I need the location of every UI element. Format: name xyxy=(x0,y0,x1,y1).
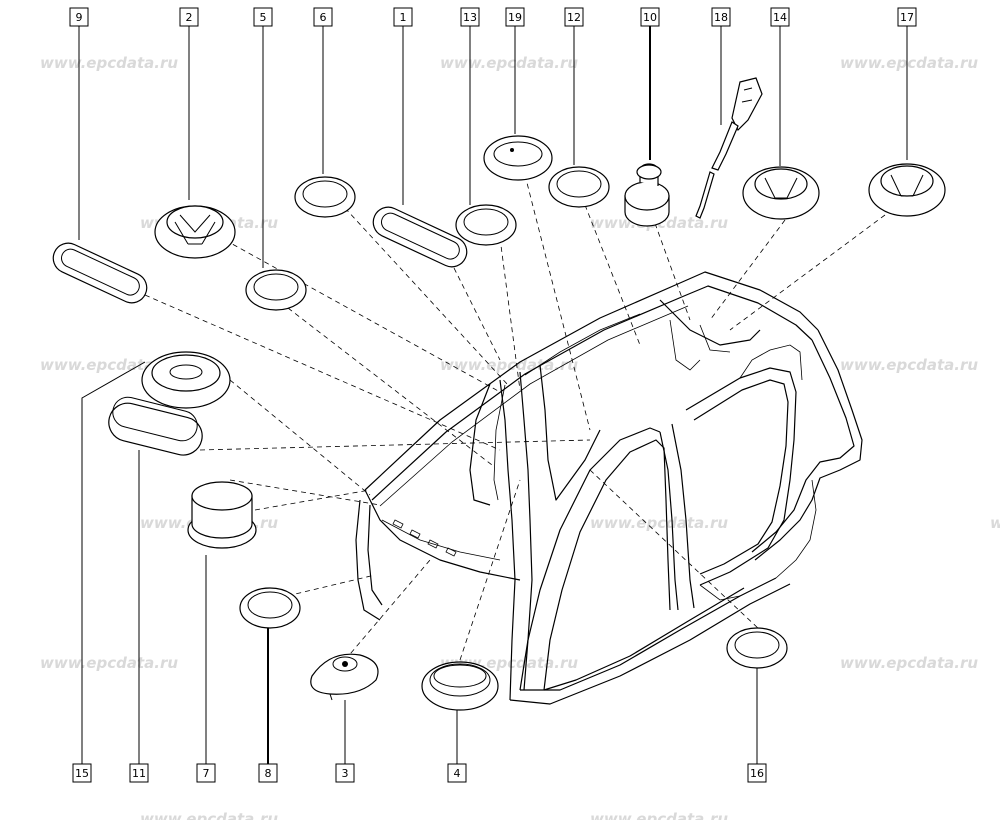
callout-19: 19 xyxy=(505,7,525,27)
part-13-round-plug xyxy=(455,204,517,246)
part-11-oval-blank xyxy=(108,396,203,456)
callout-box xyxy=(640,7,660,27)
watermark-text: www.epcdata.ru xyxy=(440,356,578,374)
part-6-round-plug xyxy=(294,176,356,218)
part-5-round-plug xyxy=(245,269,307,311)
callout-number: 14 xyxy=(773,11,787,24)
callout-box xyxy=(258,763,278,783)
callout-14: 14 xyxy=(770,7,790,27)
part-18-gas-strut xyxy=(695,77,763,219)
callout-number: 2 xyxy=(186,11,193,24)
callout-2: 2 xyxy=(179,7,199,27)
callout-8: 8 xyxy=(258,763,278,783)
callout-box xyxy=(505,7,525,27)
part-14-grommet-cup xyxy=(742,166,820,220)
callout-number: 15 xyxy=(75,767,89,780)
callout-number: 17 xyxy=(900,11,914,24)
callout-number: 9 xyxy=(76,11,83,24)
connection-lines xyxy=(144,174,886,661)
callout-9: 9 xyxy=(69,7,89,27)
callout-number: 3 xyxy=(342,767,349,780)
body-side-frame-illustration xyxy=(355,271,863,705)
part-17-grommet-cup xyxy=(868,163,946,217)
part-1-oval-plug xyxy=(372,206,468,268)
callout-number: 12 xyxy=(567,11,581,24)
part-19-round-plug-flat xyxy=(483,135,553,181)
callout-number: 11 xyxy=(132,767,146,780)
callout-5: 5 xyxy=(253,7,273,27)
callout-box xyxy=(447,763,467,783)
watermark-text: www.epcdata.ru xyxy=(590,514,728,532)
callout-box xyxy=(69,7,89,27)
callouts-bottom: 15 11 7 8 3 4 16 xyxy=(72,763,767,783)
part-7-cap-plug xyxy=(187,481,257,549)
part-15-round-plug-large xyxy=(141,351,231,409)
watermark-text: www.epcdata.ru xyxy=(590,810,728,820)
part-8-round-plug xyxy=(239,587,301,629)
part-3-teardrop-plug xyxy=(310,653,379,701)
watermark-text: www.epcdata.ru xyxy=(840,54,978,72)
watermark-text: www.epcdata.ru xyxy=(140,810,278,820)
callout-number: 5 xyxy=(260,11,267,24)
part-9-oval-plug xyxy=(52,242,148,304)
part-12-round-plug xyxy=(548,166,610,208)
callout-15: 15 xyxy=(72,763,92,783)
callout-4: 4 xyxy=(447,763,467,783)
callout-13: 13 xyxy=(460,7,480,27)
callout-7: 7 xyxy=(196,763,216,783)
callout-number: 19 xyxy=(508,11,522,24)
callout-box xyxy=(897,7,917,27)
callouts-top: 9 2 5 6 1 13 19 12 10 18 14 17 xyxy=(69,7,917,27)
callout-number: 16 xyxy=(750,767,764,780)
callout-box xyxy=(335,763,355,783)
callout-number: 1 xyxy=(400,11,407,24)
callout-box xyxy=(564,7,584,27)
part-2-grommet-cup xyxy=(154,205,236,259)
callout-18: 18 xyxy=(711,7,731,27)
watermark-text: www.epcdata.ru xyxy=(990,514,1000,532)
callout-box xyxy=(460,7,480,27)
callout-number: 6 xyxy=(320,11,327,24)
callout-17: 17 xyxy=(897,7,917,27)
part-4-round-plug-deep xyxy=(421,661,499,711)
watermark-text: www.epcdata.ru xyxy=(40,356,178,374)
callout-16: 16 xyxy=(747,763,767,783)
callout-box xyxy=(72,763,92,783)
watermark-text: www.epcdata.ru xyxy=(840,356,978,374)
callout-number: 7 xyxy=(203,767,210,780)
callout-6: 6 xyxy=(313,7,333,27)
callout-number: 8 xyxy=(265,767,272,780)
callout-11: 11 xyxy=(129,763,149,783)
callout-box xyxy=(179,7,199,27)
callout-number: 18 xyxy=(714,11,728,24)
callout-1: 1 xyxy=(393,7,413,27)
callout-10: 10 xyxy=(640,7,660,27)
callout-number: 4 xyxy=(454,767,461,780)
part-16-round-plug xyxy=(726,627,788,669)
watermark-text: www.epcdata.ru xyxy=(440,54,578,72)
callout-box xyxy=(129,763,149,783)
callout-number: 13 xyxy=(463,11,477,24)
leader-lines xyxy=(78,25,908,765)
watermark-text: www.epcdata.ru xyxy=(40,654,178,672)
callout-box xyxy=(770,7,790,27)
callout-box xyxy=(747,763,767,783)
part-10-push-cap xyxy=(624,163,670,227)
callout-box xyxy=(711,7,731,27)
callout-box xyxy=(196,763,216,783)
callout-12: 12 xyxy=(564,7,584,27)
callout-3: 3 xyxy=(335,763,355,783)
callout-number: 10 xyxy=(643,11,657,24)
watermark-text: www.epcdata.ru xyxy=(40,54,178,72)
callout-box xyxy=(393,7,413,27)
watermark-text: www.epcdata.ru xyxy=(840,654,978,672)
callout-box xyxy=(313,7,333,27)
callout-box xyxy=(253,7,273,27)
